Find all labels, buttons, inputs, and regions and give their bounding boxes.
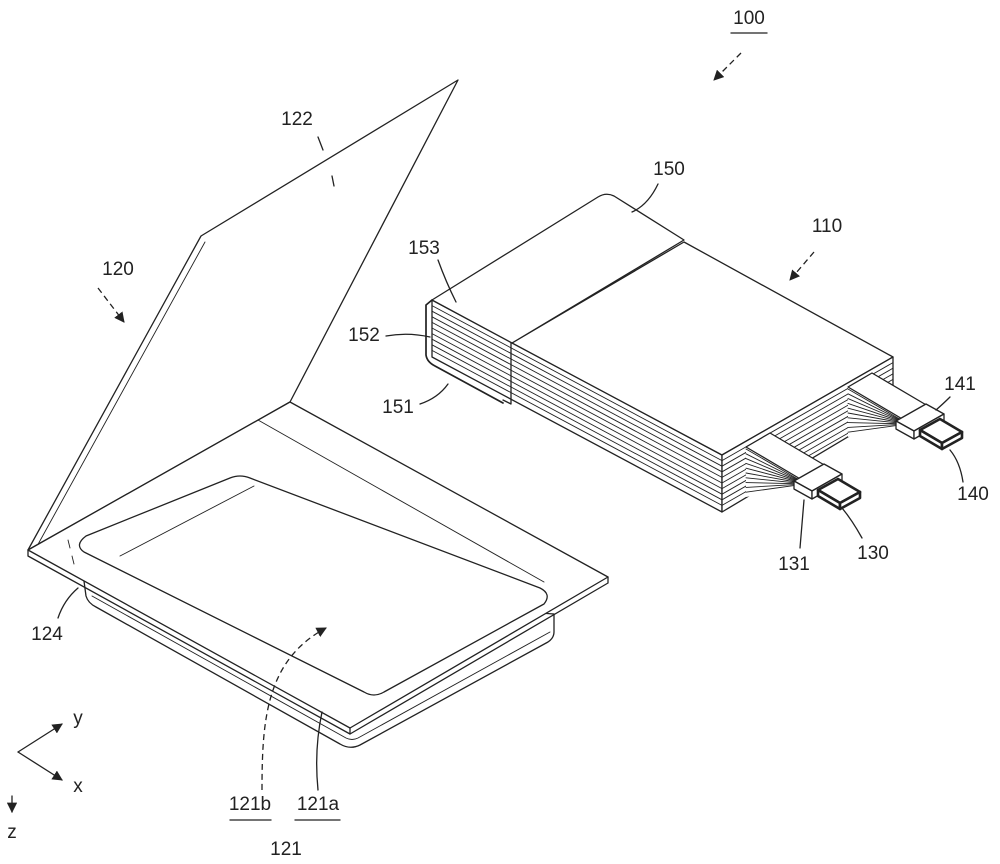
battery-cell — [426, 194, 962, 512]
leader-140 — [950, 450, 963, 482]
label-151: 151 — [382, 397, 414, 418]
y-axis-label: y — [73, 708, 83, 729]
leader-150 — [632, 184, 658, 212]
label-120: 120 — [102, 259, 134, 280]
leader-151 — [420, 384, 448, 404]
label-152: 152 — [348, 325, 380, 346]
label-121a: 121a — [297, 794, 340, 815]
label-110: 110 — [812, 216, 842, 237]
label-121: 121 — [270, 839, 302, 860]
z-axis-label: z — [7, 822, 17, 843]
x-axis-arrow — [18, 752, 62, 780]
leader-152 — [386, 334, 430, 337]
label-141: 141 — [944, 374, 976, 395]
label-121b: 121b — [229, 794, 271, 815]
leader-110-arrow — [790, 252, 814, 280]
coordinate-axes: y x z — [7, 708, 83, 843]
leader-124 — [58, 588, 78, 618]
label-150: 150 — [653, 159, 685, 180]
pouch — [28, 80, 608, 747]
x-axis-label: x — [73, 776, 83, 797]
leader-131 — [800, 500, 804, 548]
leader-120-arrow — [98, 288, 124, 322]
label-122: 122 — [281, 109, 313, 130]
label-100: 100 — [733, 8, 765, 29]
y-axis-arrow — [18, 724, 62, 752]
label-140: 140 — [957, 484, 989, 505]
label-153: 153 — [408, 238, 440, 259]
leader-122 — [318, 137, 323, 150]
leader-130 — [842, 508, 862, 538]
leader-100-arrow — [714, 53, 741, 80]
label-131: 131 — [778, 554, 810, 575]
leader-141 — [936, 397, 950, 410]
label-124: 124 — [31, 624, 63, 645]
label-130: 130 — [857, 543, 889, 564]
